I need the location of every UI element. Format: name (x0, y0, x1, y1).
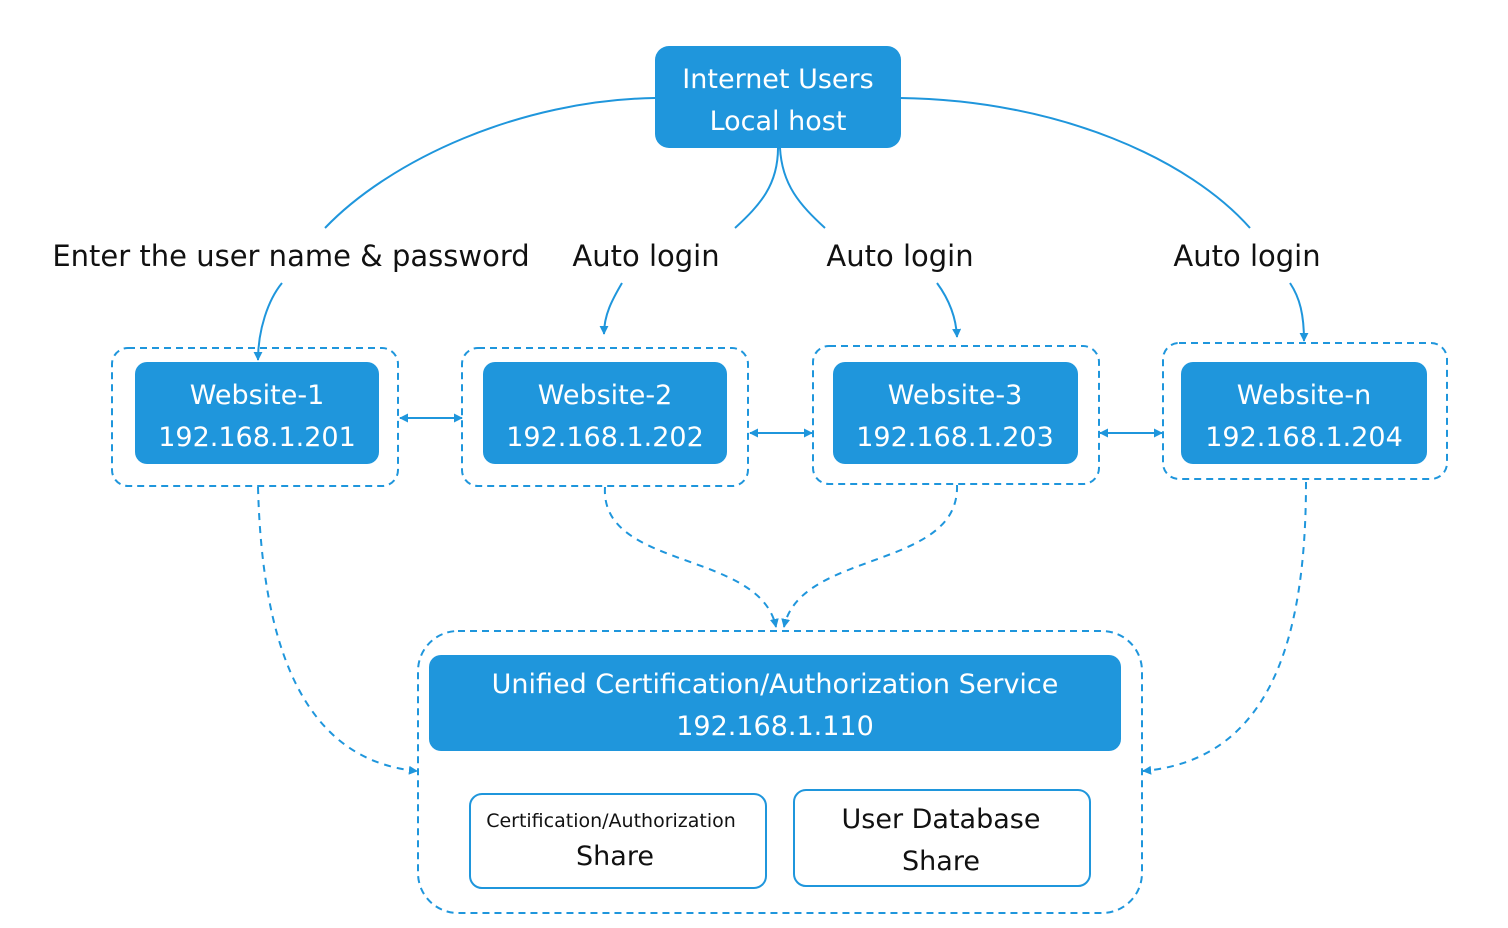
website-2-node: Website-2 192.168.1.202 (461, 347, 749, 487)
internet-users-label: Internet Users (682, 64, 873, 95)
website-n-name: Website-n (1237, 380, 1372, 411)
edge-users-to-label-manual (324, 97, 656, 229)
edge-label-auto-login-2: Auto login (826, 239, 973, 273)
website-3-name: Website-3 (888, 380, 1023, 411)
website-n-ip: 192.168.1.204 (1205, 422, 1403, 453)
service-connectors (257, 481, 1307, 775)
edge-label-auto-login-3: Auto login (1173, 239, 1320, 273)
local-host-label: Local host (710, 106, 847, 137)
edge-auto-to-website-2 (599, 282, 623, 335)
edge-website-3-to-service (781, 484, 959, 628)
service-container: Unified Certification/Authorization Serv… (417, 630, 1143, 914)
website-n-node: Website-n 192.168.1.204 (1162, 342, 1448, 480)
certification-share-title: Certification/Authorization (486, 810, 736, 832)
edge-users-to-label-auto-1 (734, 147, 779, 229)
edge-auto-to-website-n (1289, 282, 1309, 342)
user-database-share-title: User Database (842, 804, 1041, 835)
website-1-node: Website-1 192.168.1.201 (111, 347, 399, 487)
edge-website-1-to-service (257, 486, 418, 775)
top-connectors (253, 97, 1309, 361)
edge-users-to-label-auto-3 (899, 97, 1251, 229)
website-2-ip: 192.168.1.202 (506, 422, 704, 453)
service-title: Unified Certification/Authorization Serv… (492, 669, 1059, 700)
service-ip: 192.168.1.110 (676, 711, 874, 742)
edge-auto-to-website-3 (936, 282, 962, 338)
website-1-name: Website-1 (190, 380, 325, 411)
edge-label-manual-login: Enter the user name & password (52, 239, 529, 273)
user-database-share-subtitle: Share (902, 846, 980, 877)
service-banner (429, 655, 1121, 751)
certification-share-subtitle: Share (576, 841, 654, 872)
user-database-share-box: User Database Share (793, 789, 1091, 887)
edge-users-to-label-auto-2 (779, 147, 826, 229)
internet-users-node: Internet Users Local host (655, 46, 901, 148)
website-3-ip: 192.168.1.203 (856, 422, 1054, 453)
website-1-ip: 192.168.1.201 (158, 422, 356, 453)
website-2-name: Website-2 (538, 380, 673, 411)
edge-website-2-to-service (603, 486, 779, 628)
edge-manual-to-website-1 (253, 282, 283, 361)
peer-connectors (399, 413, 1163, 438)
website-3-node: Website-3 192.168.1.203 (812, 345, 1100, 485)
edge-website-n-to-service (1142, 481, 1307, 775)
edge-label-auto-login-1: Auto login (572, 239, 719, 273)
certification-share-box: Certification/Authorization Share (469, 793, 767, 889)
